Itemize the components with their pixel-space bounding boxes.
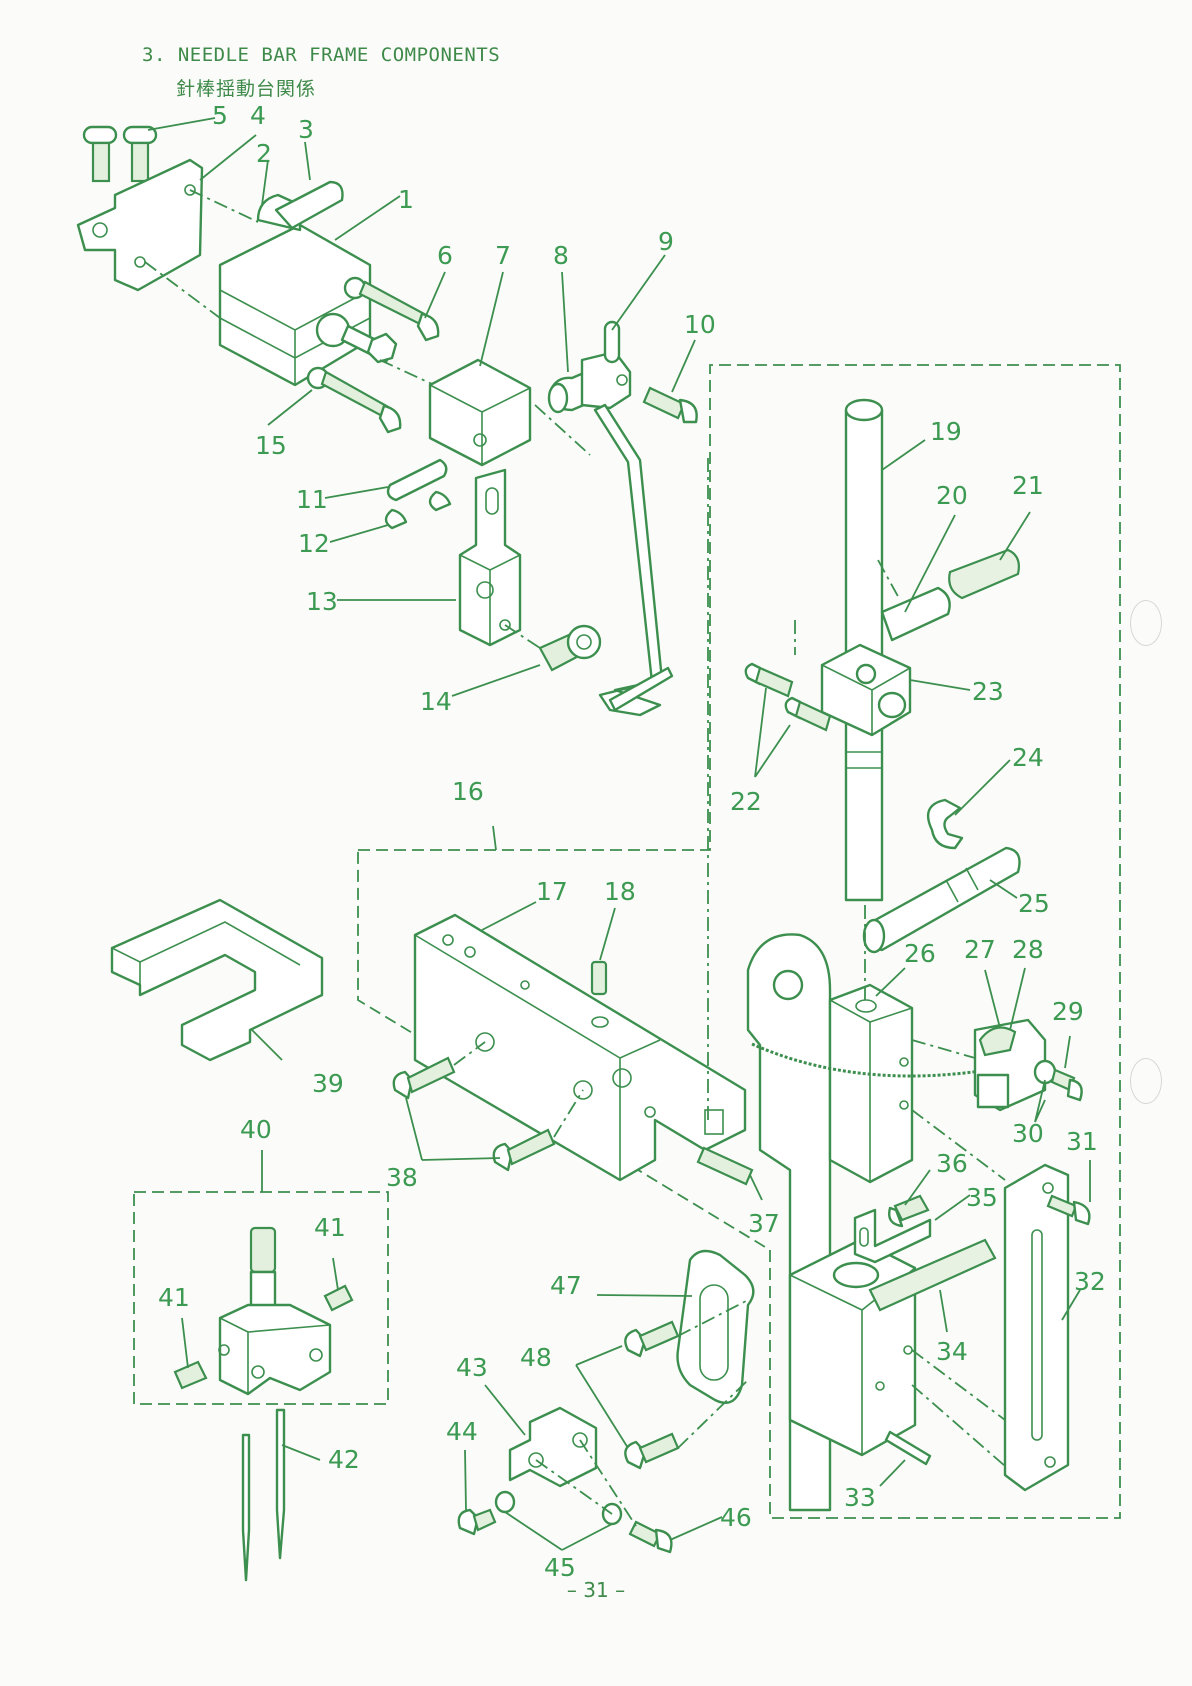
part-number-label: 23 [972,677,1004,706]
cylinder-20 [882,588,950,640]
part-number-label: 28 [1012,935,1044,964]
part-number-label: 2 [256,139,272,168]
screw-44 [459,1510,495,1534]
alignment-line [505,625,540,648]
part-number-label: 19 [930,417,962,446]
part-number-label: 17 [536,877,568,906]
alignment-line [535,405,590,455]
part-number-label: 44 [446,1417,478,1446]
link-7 [430,360,530,465]
part-number-label: 27 [964,935,996,964]
part-number-label: 42 [328,1445,360,1474]
part-number-label: 33 [844,1483,876,1512]
part-number-label: 40 [240,1115,272,1144]
alignment-line [380,360,432,384]
plate-32 [1005,1165,1068,1490]
part-number-label: 38 [386,1163,418,1192]
screws-48 [625,1322,678,1468]
part-number-label: 4 [250,101,266,130]
felt-21 [949,550,1019,598]
part-number-label: 5 [212,101,228,130]
part-number-label: 21 [1012,471,1044,500]
part-number-label: 8 [553,241,569,270]
pin-33 [886,1432,930,1464]
part-number-label: 29 [1052,997,1084,1026]
page-number: – 31 – [0,1578,1192,1602]
part-number-label: 32 [1074,1267,1106,1296]
part-number-label: 36 [936,1149,968,1178]
clamp-23 [822,645,910,735]
plate-47 [678,1251,754,1403]
part-number-label: 26 [904,939,936,968]
needles-42 [243,1410,284,1580]
screws-22 [746,664,830,730]
part-number-label: 18 [604,877,636,906]
screw-10 [644,388,697,422]
part-number-label: 22 [730,787,762,816]
bracket-43 [510,1408,596,1486]
part-number-label: 47 [550,1271,582,1300]
part-number-label: 14 [420,687,452,716]
part-number-label: 39 [312,1069,344,1098]
part-number-label: 12 [298,529,330,558]
frame-17 [415,915,745,1180]
shaft-25 [864,848,1020,952]
part-number-label: 6 [437,241,453,270]
e-ring-24 [928,800,962,848]
screw-46 [630,1522,671,1552]
part-number-label: 31 [1066,1127,1098,1156]
part-number-label: 7 [495,241,511,270]
part-number-label: 46 [720,1503,752,1532]
part-number-label: 41 [158,1283,190,1312]
part-number-label: 37 [748,1209,780,1238]
part-number-label: 43 [456,1353,488,1382]
part-number-label: 35 [966,1183,998,1212]
part-number-label: 3 [298,115,314,144]
part-number-label: 13 [306,587,338,616]
part-number-label: 15 [255,431,287,460]
alignment-line [912,1350,1005,1466]
part-number-label: 16 [452,777,484,806]
block-13 [460,470,520,645]
part-number-label: 11 [296,485,328,514]
screw-5-pair [84,127,156,181]
alignment-line [912,1040,975,1058]
part-number-label: 25 [1018,889,1050,918]
part-number-label: 48 [520,1343,552,1372]
spring-37 [698,1148,752,1184]
socket-screw-14 [540,626,600,670]
needle-holder-40 [219,1228,330,1394]
setscrew-18 [592,962,606,994]
part-number-label: 24 [1012,743,1044,772]
part-number-label: 1 [398,185,414,214]
part-number-label: 34 [936,1337,968,1366]
part-number-label: 10 [684,310,716,339]
thread-tension-27-28 [975,1020,1045,1110]
part-number-label: 30 [1012,1119,1044,1148]
part-number-label: 41 [314,1213,346,1242]
part-number-label: 20 [936,481,968,510]
part-number-label: 9 [658,227,674,256]
screw-15 [308,368,400,432]
bracket-39 [112,900,322,1060]
